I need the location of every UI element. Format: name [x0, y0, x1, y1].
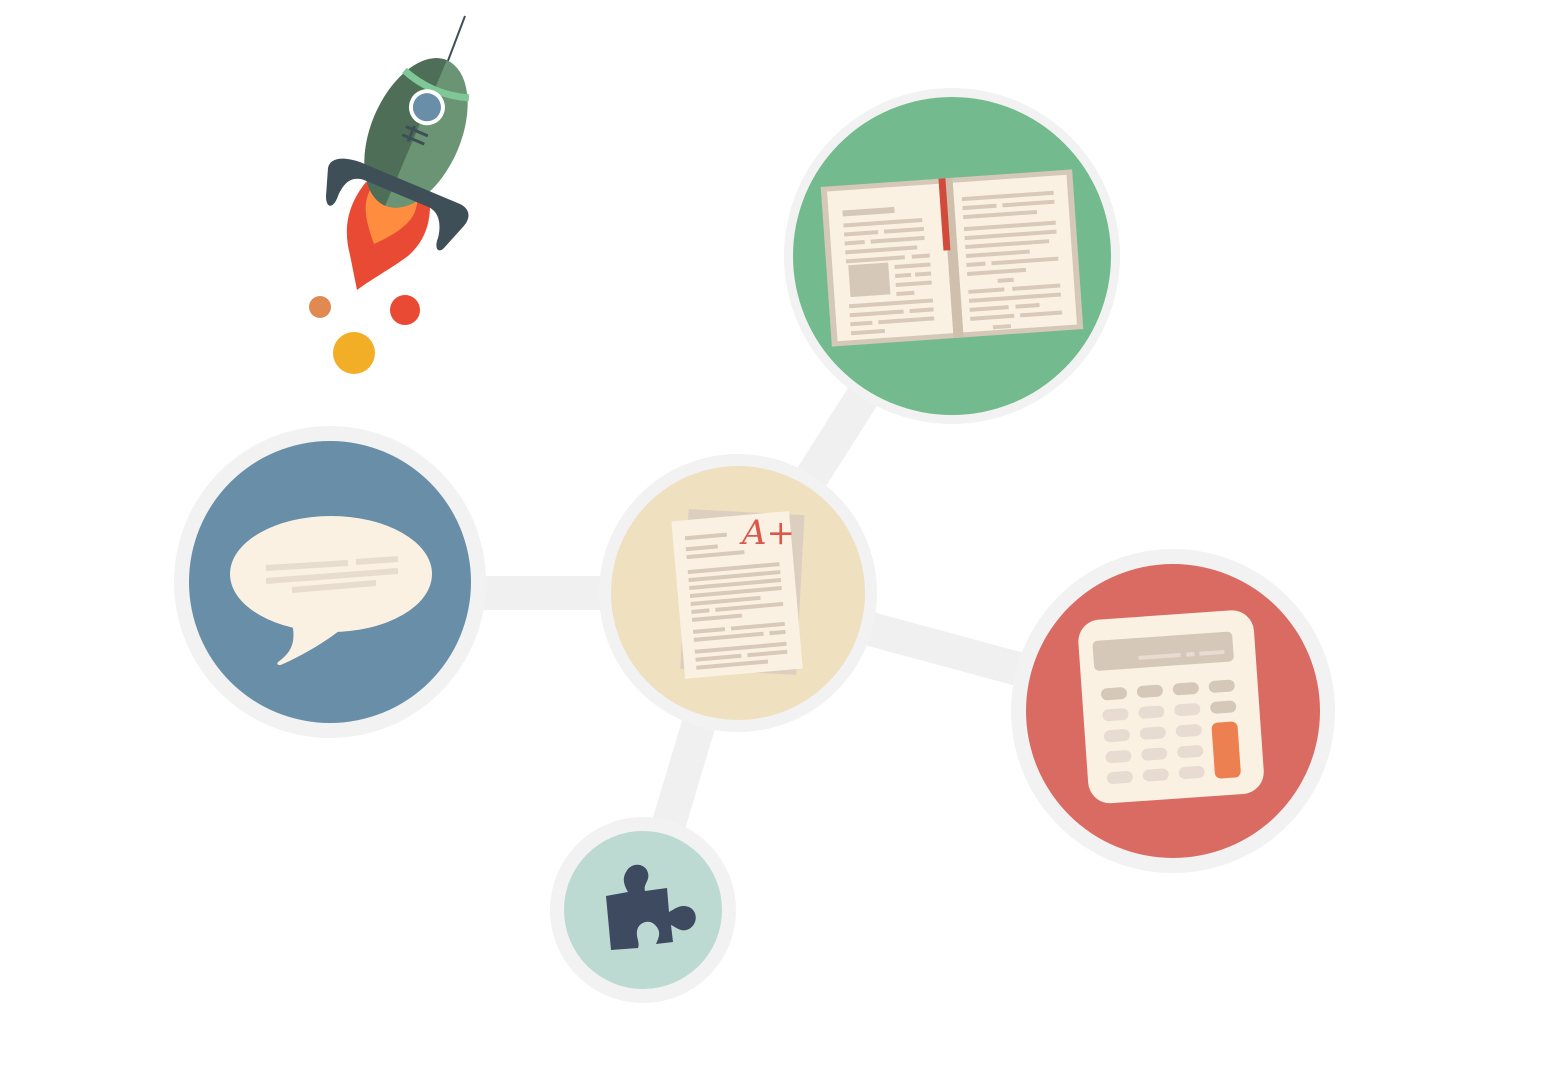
rocket-stripe — [402, 67, 470, 102]
spark-yellow — [333, 332, 375, 374]
calculator-node — [1011, 549, 1335, 873]
chat-node — [174, 426, 486, 738]
book-node — [784, 88, 1120, 424]
center-node: A+ — [599, 454, 877, 732]
puzzle-node — [550, 817, 736, 1003]
calculator-display — [1092, 631, 1234, 671]
spark-red — [390, 295, 420, 325]
rocket-icon — [309, 15, 470, 374]
rocket-antenna — [445, 15, 466, 67]
calculator-equals-key — [1211, 721, 1241, 779]
graded-paper-icon: A+ — [671, 509, 805, 679]
bookmark — [938, 178, 951, 251]
calculator-icon — [1078, 610, 1264, 804]
rocket-window — [408, 89, 445, 126]
spark-orange — [309, 296, 331, 318]
grade-mark: A+ — [739, 513, 795, 553]
speech-bubble-icon — [230, 516, 432, 666]
open-book-icon — [820, 169, 1084, 347]
puzzle-piece-icon — [606, 864, 696, 950]
rocket-fins — [326, 158, 469, 251]
